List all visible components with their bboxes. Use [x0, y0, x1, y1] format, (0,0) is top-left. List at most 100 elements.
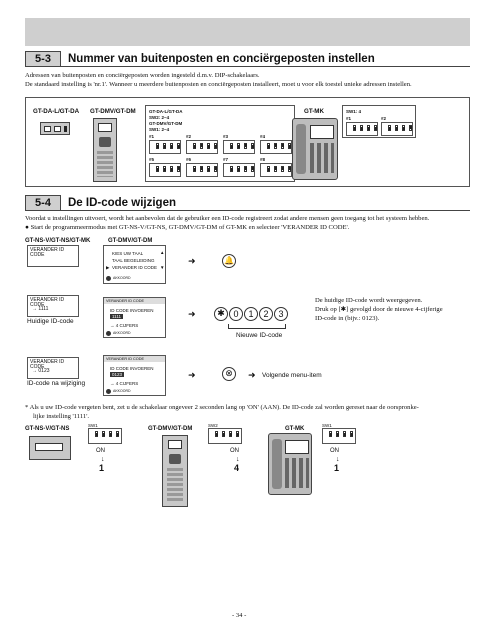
lcd-screen: VERANDER ID CODE — [27, 245, 79, 267]
digit-key: 3 — [274, 307, 288, 321]
display-prompt: ID CODE INVOEREN — [110, 366, 154, 371]
caption: Nieuwe ID-code — [236, 332, 283, 339]
on-label: ON — [230, 448, 239, 454]
mk-switch-table: SW1: 4 #1 #2 — [342, 105, 416, 138]
address-number: #5 — [149, 157, 155, 162]
paragraph: De standaard instelling is 'nr.1'. Wanne… — [25, 81, 412, 88]
dm-display: VERANDER ID CODE ID CODE INVOEREN 1111 →… — [103, 297, 166, 338]
digit-key: 2 — [259, 307, 273, 321]
note: lijke instelling '1111'. — [33, 413, 90, 420]
side-note: Druk op [✱] gevolgd door de nieuwe 4-cij… — [315, 306, 443, 313]
switch-label: SW1 — [322, 423, 332, 428]
section-5-4-header: 5-4 De ID-code wijzigen — [25, 195, 470, 211]
column-label: GT-NS-V/GT-NS/GT-MK — [25, 238, 91, 244]
arrow-down-icon: ↓ — [101, 455, 105, 463]
caption: Volgende menu-item — [262, 372, 322, 379]
address-number: #7 — [223, 157, 229, 162]
cancel-key-icon: ⊗ — [222, 367, 236, 381]
paragraph: Adressen van buitenposten en conciërgepo… — [25, 72, 260, 79]
dip-switch — [346, 122, 378, 136]
menu-footer: AKKOORD — [113, 389, 131, 393]
dm-display: KIES UW TAAL TAAL BEGELEIDING ▶ VERANDER… — [103, 245, 166, 284]
dip-switch — [260, 140, 292, 154]
section-number: 5-4 — [25, 195, 61, 211]
address-number: #3 — [223, 134, 229, 139]
top-banner — [25, 18, 470, 46]
section-title: De ID-code wijzigen — [68, 197, 176, 209]
address-number: #1 — [346, 116, 352, 121]
side-note: ID-code in (bijv.: 0123). — [315, 315, 380, 322]
arrow-icon: ➜ — [188, 371, 196, 381]
side-note: De huidige ID-code wordt weergegeven. — [315, 297, 423, 304]
address-number: #8 — [260, 157, 266, 162]
device-label: GT-MK — [304, 108, 324, 115]
switch-label: SW1 — [88, 423, 98, 428]
device-mk-image — [292, 118, 338, 180]
device-label: GT-DMV/GT-DM — [148, 426, 193, 432]
address-number: #2 — [381, 116, 387, 121]
section-number: 5-3 — [25, 51, 61, 67]
column-label: GT-DMV/GT-DM — [108, 238, 153, 244]
lcd-text: VERANDER ID CODE — [30, 297, 65, 308]
digit-key: 1 — [244, 307, 258, 321]
section-5-3-header: 5-3 Nummer van buitenposten en conciërge… — [25, 51, 470, 67]
paragraph: ● Start de programmeermodus met GT-NS-V/… — [25, 224, 350, 231]
arrow-icon: ➜ — [248, 371, 256, 381]
device-mk-image — [268, 433, 312, 495]
note: * Als u uw ID-code vergeten bent, zet u … — [25, 404, 419, 411]
lcd-value: → 1111 — [32, 306, 49, 312]
display-code: 1111 — [110, 314, 124, 319]
lcd-screen: VERANDER ID CODE → 1111 — [27, 295, 79, 317]
switch-heading: GT-DA-L/GT-DA — [149, 109, 183, 114]
paragraph: Voordat u instellingen uitvoert, wordt h… — [25, 215, 430, 222]
dip-switch — [381, 122, 413, 136]
menu-footer: AKKOORD — [113, 276, 131, 280]
device-label: GT-DMV/GT-DM — [90, 108, 136, 115]
address-number: #1 — [149, 134, 155, 139]
on-label: ON — [330, 448, 339, 454]
arrow-down-icon: ↓ — [236, 455, 240, 463]
ok-icon — [106, 389, 111, 394]
lcd-text: VERANDER ID CODE — [30, 247, 65, 258]
ok-icon — [106, 331, 111, 336]
display-prompt: ID CODE INVOEREN — [110, 308, 154, 313]
arrow-icon: ➜ — [188, 257, 196, 267]
arrow-down-icon: ↓ — [336, 455, 340, 463]
dip-switch — [186, 140, 218, 154]
dip-switch-table: GT-DA-L/GT-DA SW2: 2~4 GT-DMV/GT-DM SW1:… — [145, 105, 295, 182]
dip-switch — [149, 163, 181, 177]
menu-item: KIES UW TAAL — [112, 251, 144, 256]
dip-switch — [223, 163, 255, 177]
reset-dip-switch: SW1 — [88, 423, 122, 444]
display-code: 0123 — [110, 372, 125, 377]
address-diagram: GT-DA-L/GT-DA GT-DMV/GT-DM GT-DA-L/GT-DA… — [25, 97, 470, 187]
page-number: - 34 - — [232, 612, 247, 619]
section-title: Nummer van buitenposten en conciërgepost… — [68, 53, 375, 65]
switch-heading: SW1: 4 — [346, 109, 362, 114]
switch-heading: SW1: 2~4 — [149, 127, 170, 132]
menu-footer: AKKOORD — [113, 331, 131, 335]
caption: ID-code na wijziging — [27, 380, 86, 387]
dm-display: VERANDER ID CODE ID CODE INVOEREN 0123 →… — [103, 355, 166, 396]
display-header: VERANDER ID CODE — [106, 357, 144, 361]
star-key-icon: ✱ — [214, 307, 228, 321]
switch-heading: GT-DMV/GT-DM — [149, 121, 183, 126]
device-dmv-image — [162, 435, 188, 507]
device-dmv-image — [93, 118, 117, 182]
address-number: #4 — [260, 134, 266, 139]
menu-item: TAAL BEGELEIDING — [112, 258, 155, 263]
dip-switch — [260, 163, 292, 177]
menu-item-selected: VERANDER ID CODE — [112, 265, 158, 270]
reset-dip-switch: SW2 — [208, 423, 242, 444]
switch-number: 1 — [334, 463, 340, 473]
ok-icon — [106, 276, 111, 281]
reset-dip-switch: SW1 — [322, 423, 356, 444]
display-header: VERANDER ID CODE — [106, 299, 144, 303]
address-number: #6 — [186, 157, 192, 162]
bell-icon: 🔔 — [222, 254, 236, 268]
address-number: #2 — [186, 134, 192, 139]
display-hint: → 4 CIJFERS — [110, 381, 139, 386]
dip-switch — [223, 140, 255, 154]
switch-label: SW2 — [208, 423, 218, 428]
scroll-up-icon: ▲ — [160, 250, 165, 255]
